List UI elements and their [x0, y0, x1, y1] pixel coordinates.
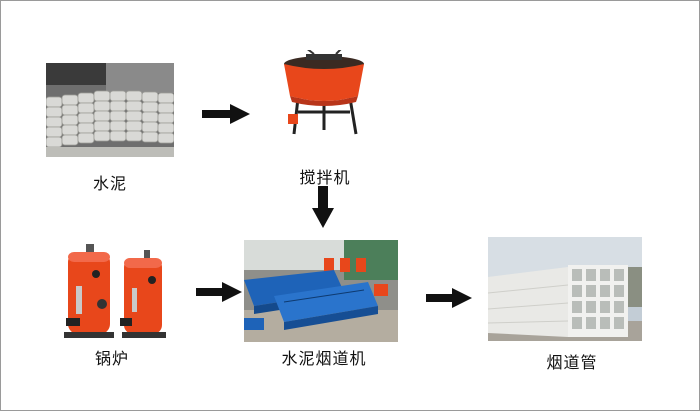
- arrow-boiler-to-machine: [196, 282, 242, 302]
- flue-duct-image: [488, 237, 642, 341]
- arrow-mixer-to-machine: [312, 186, 334, 228]
- mixer-image: [276, 50, 372, 138]
- cement-bags-image: [46, 63, 174, 157]
- flue-machine-image: [244, 240, 398, 342]
- flue-machine-label: 水泥烟道机: [281, 349, 367, 368]
- mixer-label: 搅拌机: [299, 168, 351, 187]
- cement-label: 水泥: [92, 174, 127, 193]
- flue-duct-label: 烟道管: [546, 353, 598, 372]
- arrow-machine-to-duct: [426, 288, 472, 308]
- arrow-cement-to-mixer: [202, 104, 250, 124]
- boiler-label: 锅炉: [94, 349, 129, 368]
- boiler-image: [40, 244, 182, 340]
